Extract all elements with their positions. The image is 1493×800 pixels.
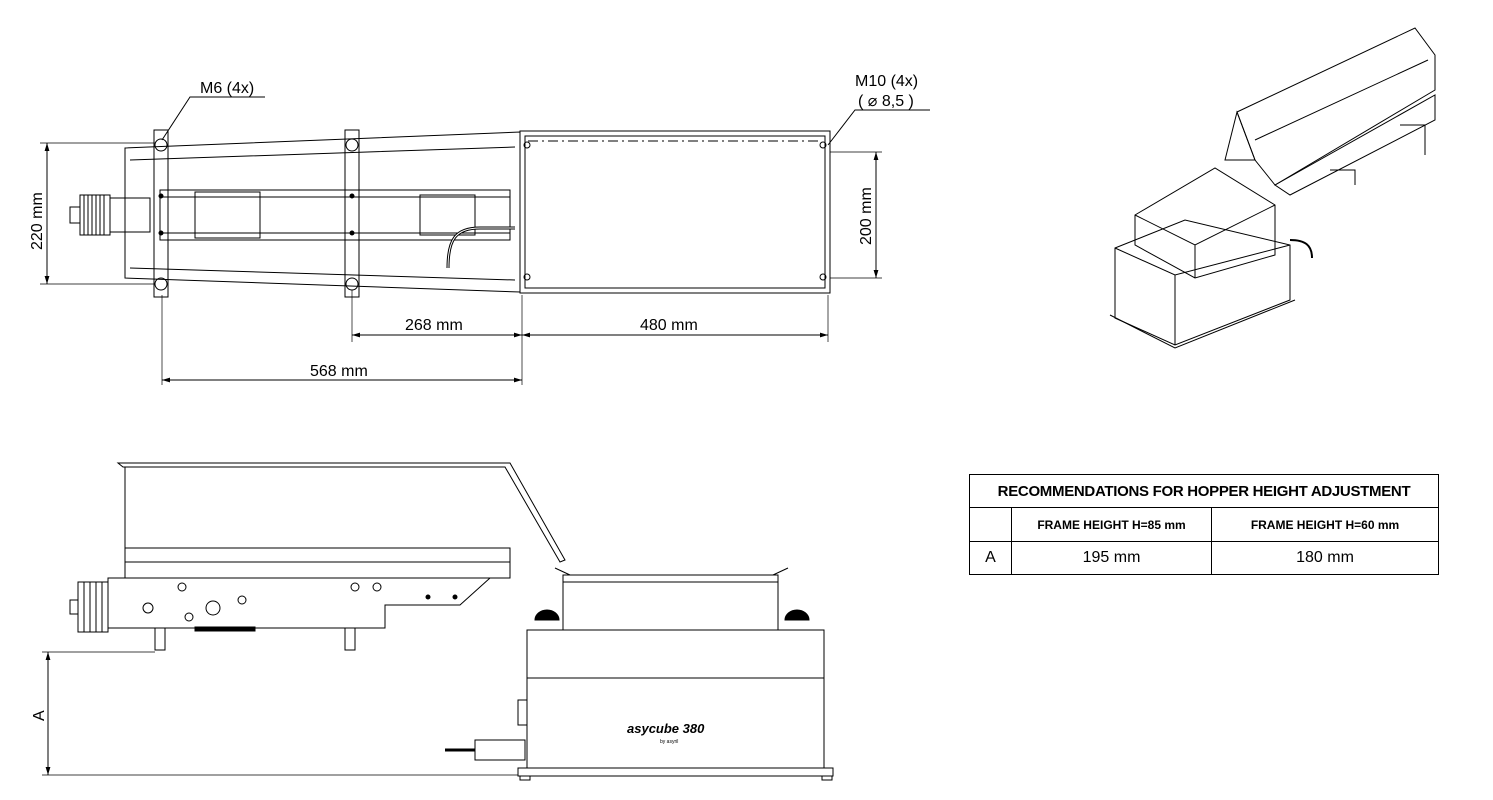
clamp-left bbox=[153, 129, 169, 298]
dim-220: 220 mm bbox=[29, 192, 46, 250]
table-row: A 195 mm 180 mm bbox=[969, 541, 1439, 575]
table-title: RECOMMENDATIONS FOR HOPPER HEIGHT ADJUST… bbox=[969, 474, 1439, 508]
feeder-side bbox=[107, 577, 492, 629]
iso-hopper bbox=[1236, 27, 1436, 186]
cell-value-h60: 180 mm bbox=[1211, 541, 1439, 575]
feeder-rail bbox=[159, 189, 511, 241]
row-label: A bbox=[969, 541, 1012, 575]
isometric-view bbox=[1109, 27, 1436, 349]
label-m6: M6 (4x) bbox=[200, 80, 254, 97]
table-header-empty bbox=[969, 507, 1012, 542]
cell-value-h85: 195 mm bbox=[1011, 541, 1212, 575]
clamp-right bbox=[344, 129, 360, 298]
feeder-body-outline bbox=[124, 131, 521, 293]
table-header-h85: FRAME HEIGHT H=85 mm bbox=[1011, 507, 1212, 542]
logo-asycube: asycube 380 bbox=[627, 721, 705, 736]
side-view bbox=[42, 462, 834, 781]
base-top bbox=[526, 629, 825, 679]
hopper-height-table: RECOMMENDATIONS FOR HOPPER HEIGHT ADJUST… bbox=[969, 474, 1439, 575]
dim-480: 480 mm bbox=[640, 317, 698, 334]
vibration-plate bbox=[519, 130, 831, 294]
label-m10-diameter: ( ⌀ 8,5 ) bbox=[858, 93, 914, 110]
iso-base bbox=[1114, 219, 1291, 346]
iso-tray bbox=[1134, 167, 1276, 279]
dim-568: 568 mm bbox=[310, 363, 368, 380]
table-header-h60: FRAME HEIGHT H=60 mm bbox=[1211, 507, 1439, 542]
hopper-outline bbox=[116, 462, 566, 563]
top-view bbox=[40, 96, 930, 385]
motor-side bbox=[77, 581, 109, 633]
dim-200: 200 mm bbox=[858, 187, 875, 245]
logo-asyril: by asyril bbox=[660, 739, 678, 745]
label-m10: M10 (4x) bbox=[855, 73, 918, 90]
tray bbox=[562, 574, 779, 631]
dim-268: 268 mm bbox=[405, 317, 463, 334]
dim-a: A bbox=[31, 710, 48, 721]
